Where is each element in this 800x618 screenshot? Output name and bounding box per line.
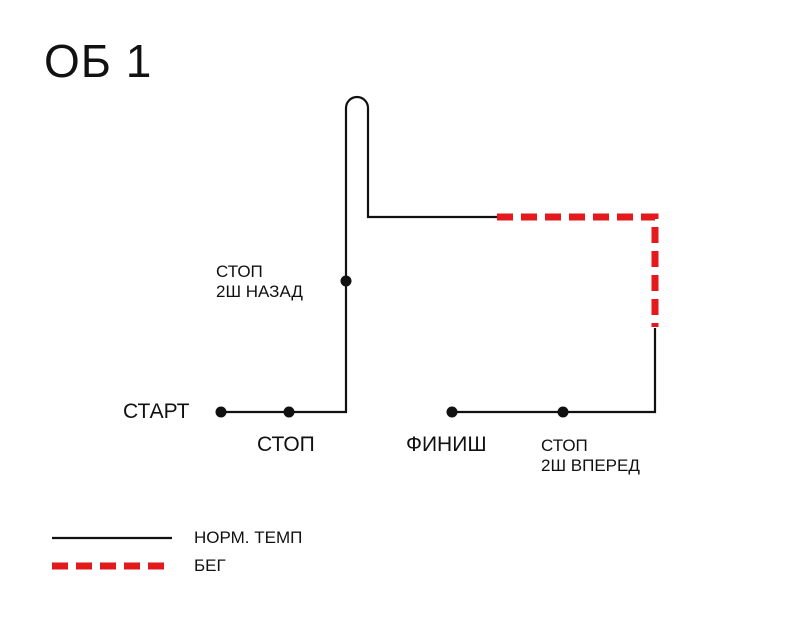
legend-normal-pace-label: НОРМ. ТЕМП: [194, 528, 303, 547]
legend-normal-pace: НОРМ. ТЕМП: [52, 526, 352, 550]
run-path: [497, 213, 659, 327]
finish-point: [446, 406, 458, 418]
stop-point: [283, 406, 295, 418]
normal-pace-path: [221, 95, 497, 414]
stop-forward-label-line1: СТОП: [541, 436, 588, 455]
normal-pace-path-end: [452, 328, 657, 414]
legend-run-swatch: [52, 562, 172, 570]
stop-forward-label-line2: 2Ш ВПЕРЕД: [541, 455, 640, 475]
stop-back-label-line1: СТОП: [216, 262, 263, 281]
start-label: СТАРТ: [123, 400, 190, 423]
stop-back-label-line2: 2Ш НАЗАД: [216, 281, 303, 301]
diagram-title: ОБ 1: [44, 35, 153, 87]
stop-back-label: СТОП 2Ш НАЗАД: [216, 262, 303, 301]
legend-run: БЕГ: [52, 554, 352, 578]
stop-back-point: [340, 275, 352, 287]
stop-forward-label: СТОП 2Ш ВПЕРЕД: [541, 436, 640, 475]
legend-run-label: БЕГ: [194, 556, 226, 575]
stop-forward-point: [557, 406, 569, 418]
start-point: [215, 406, 227, 418]
finish-label: ФИНИШ: [406, 433, 487, 456]
legend-normal-pace-swatch: [52, 536, 172, 540]
stop-label: СТОП: [257, 433, 315, 456]
